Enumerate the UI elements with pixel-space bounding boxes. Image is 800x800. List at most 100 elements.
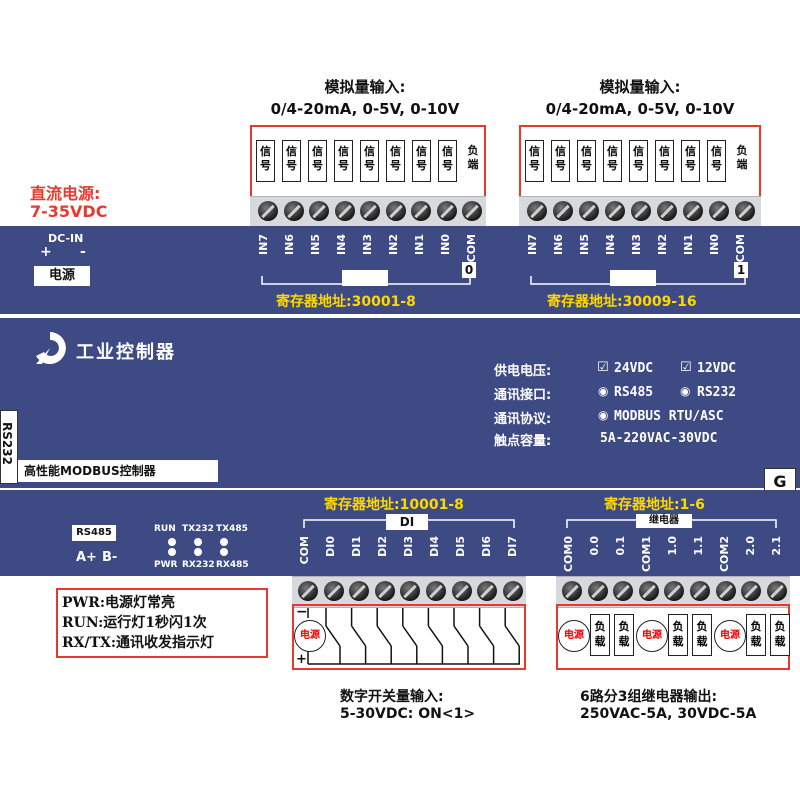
signal-resistor: 信号	[360, 140, 379, 182]
rs485-b-minus: B-	[102, 550, 118, 565]
di-wire	[453, 625, 469, 647]
relay-load: 负载	[692, 614, 712, 656]
di-channel-label: DI0	[324, 536, 337, 557]
dc-plus: +	[40, 244, 52, 260]
relay-channel-label: 1.0	[666, 536, 679, 556]
di-channel-label: DI1	[350, 536, 363, 557]
analog-1-register: 寄存器地址:30009-16	[547, 294, 697, 310]
signal-resistor: 信号	[334, 140, 353, 182]
analog-0-ranges: 0/4-20mA, 0-5V, 0-10V	[270, 100, 460, 118]
signal-resistor: 信号	[707, 140, 726, 182]
terminal-screw	[502, 581, 523, 601]
rs485-a-plus: A+	[76, 550, 97, 565]
brand-name: 工业控制器	[76, 342, 176, 363]
led-legend-box	[56, 588, 268, 658]
di-wire	[504, 625, 520, 647]
terminal-screw	[562, 581, 582, 601]
terminal-screw	[283, 201, 304, 221]
protocol-radio[interactable]: ◉	[598, 408, 609, 422]
analog-0-module-number: 0	[462, 262, 476, 278]
di-channel-label: DI6	[480, 536, 493, 557]
signal-resistor: 信号	[256, 140, 275, 182]
power-supply-title: 直流电源:	[30, 184, 101, 203]
di-tag: DI	[386, 514, 428, 530]
terminal-screw	[715, 581, 736, 601]
terminal-screw	[374, 581, 395, 601]
spec-comm-label: 通讯接口:	[494, 388, 552, 403]
brand-logo-icon	[36, 332, 66, 364]
legend-line-pwr: PWR:电源灯常亮	[62, 595, 176, 611]
di-channel-label: DI5	[454, 536, 467, 557]
di-channel-label: DI4	[428, 536, 441, 557]
signal-resistor: 信号	[681, 140, 700, 182]
di-caption-2: 5-30VDC: ON<1>	[340, 706, 476, 722]
di-power-source: 电源	[294, 620, 326, 652]
di-wiring-box	[292, 604, 526, 670]
signal-resistor: 信号	[308, 140, 327, 182]
led-tx232-label: TX232	[182, 524, 214, 534]
protocol-value: MODBUS RTU/ASC	[614, 409, 724, 424]
load-terminal-label: 负端	[736, 144, 748, 171]
load-terminal-label: 负端	[467, 144, 479, 171]
terminal-screw	[436, 201, 457, 221]
comm-232-radio[interactable]: ◉	[680, 384, 691, 398]
spec-voltage-label: 供电电压:	[494, 364, 552, 379]
power-tag: 电源	[34, 266, 90, 286]
upper-panel	[0, 226, 800, 314]
signal-resistor: 信号	[603, 140, 622, 182]
spec-contact-label: 触点容量:	[494, 434, 552, 449]
terminal-screw	[631, 201, 651, 221]
di-caption-1: 数字开关量输入:	[340, 689, 444, 705]
relay-power-source: 电源	[636, 620, 668, 652]
di-register: 寄存器地址:10001-8	[324, 497, 464, 513]
voltage-24-checkbox[interactable]: ☑	[597, 360, 609, 375]
relay-caption-2: 250VAC-5A, 30VDC-5A	[580, 706, 757, 722]
terminal-screw	[323, 581, 344, 601]
analog-1-ranges: 0/4-20mA, 0-5V, 0-10V	[545, 100, 735, 118]
lower-brackets	[303, 519, 777, 528]
led-rx232-label: RX232	[182, 560, 215, 570]
di-switch-diagram	[307, 608, 520, 665]
led-485-2	[220, 548, 228, 556]
led-pwr-run	[168, 538, 176, 546]
terminal-screw	[553, 201, 573, 221]
di-minus-sign: −	[296, 604, 308, 620]
comm-232-label: RS232	[697, 385, 737, 400]
di-channel-label: DI7	[506, 536, 519, 557]
di-wire	[427, 625, 444, 647]
voltage-12-checkbox[interactable]: ☑	[680, 360, 692, 375]
terminal-screw	[451, 581, 472, 601]
analog-brackets	[261, 270, 746, 286]
relay-channel-label: COM1	[640, 536, 653, 573]
legend-line-rxtx: RX/TX:通讯收发指示灯	[62, 635, 215, 651]
di-wire	[350, 625, 367, 647]
spec-protocol-label: 通讯协议:	[494, 412, 552, 427]
middle-panel	[0, 318, 800, 488]
terminal-screw	[385, 201, 406, 221]
signal-resistor: 信号	[577, 140, 596, 182]
terminal-screw	[527, 201, 547, 221]
terminal-screw	[741, 581, 762, 601]
comm-485-radio[interactable]: ◉	[598, 384, 609, 398]
di-wire	[478, 625, 495, 647]
terminal-screw	[605, 201, 625, 221]
relay-channel-label: 2.0	[744, 536, 757, 556]
di-channel-label: DI2	[376, 536, 389, 557]
terminal-screw	[462, 201, 482, 221]
terminal-screw	[690, 581, 710, 601]
terminal-screw	[657, 201, 677, 221]
voltage-12-label: 12VDC	[697, 361, 737, 376]
terminal-screw	[579, 201, 599, 221]
relay-register: 寄存器地址:1-6	[604, 497, 705, 513]
relay-channel-label: 1.1	[692, 536, 705, 556]
terminal-screw	[400, 581, 421, 601]
terminal-screw	[360, 201, 380, 221]
relay-load: 负载	[614, 614, 634, 656]
terminal-screw	[411, 201, 431, 221]
terminal-screw	[587, 581, 608, 601]
relay-load: 负载	[668, 614, 688, 656]
power-supply-range: 7-35VDC	[30, 202, 108, 221]
signal-resistor: 信号	[551, 140, 570, 182]
terminal-screw	[638, 581, 659, 601]
led-tx485-label: TX485	[216, 524, 248, 534]
